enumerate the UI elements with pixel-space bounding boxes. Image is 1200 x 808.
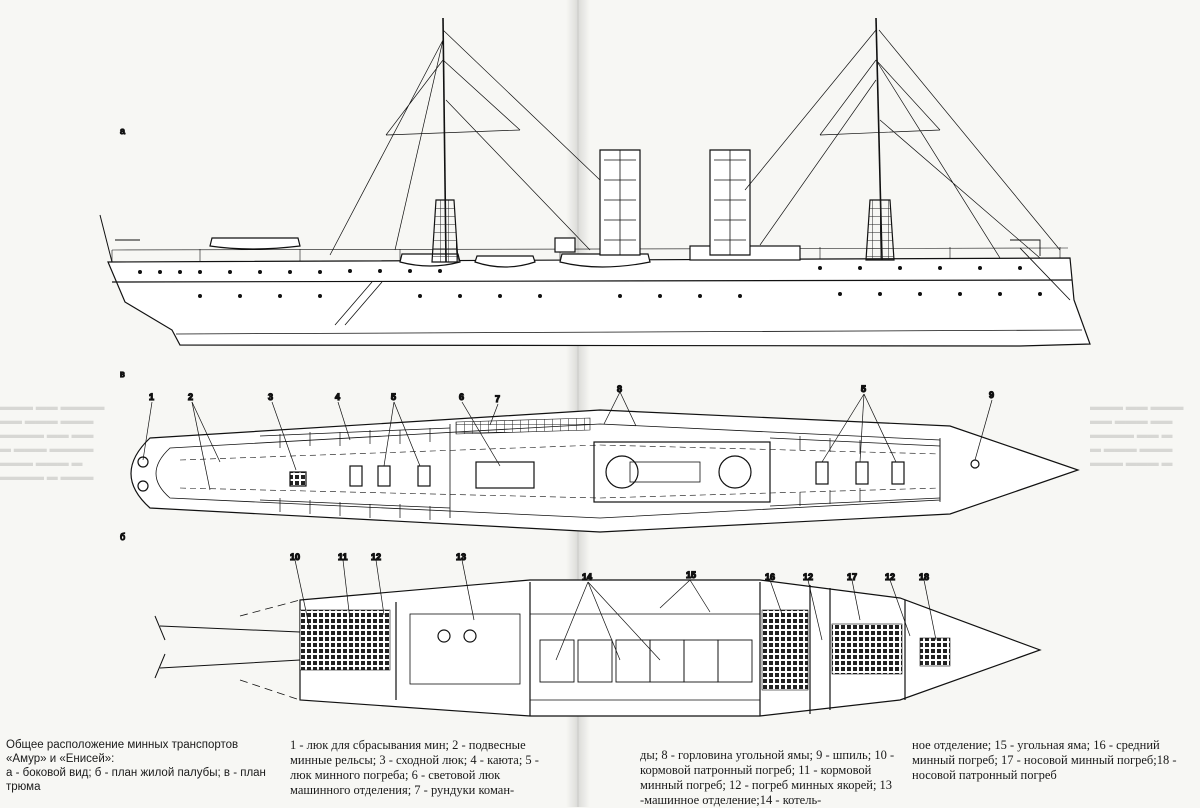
side-view: а	[99, 17, 1091, 347]
callout-8: 8	[617, 384, 622, 394]
caption-title-line1: Общее расположение минных транспортов	[6, 739, 239, 751]
callout-4: 4	[335, 392, 340, 402]
callout-11: 11	[338, 552, 348, 562]
boat-fwd	[559, 253, 651, 268]
bleed-through-text-right: ▬▬▬ ▬▬ ▬▬▬ ▬▬ ▬▬▬ ▬▬ ▬▬▬▬ ▬▬ ▬ ▬ ▬▬▬ ▬▬▬…	[1090, 401, 1184, 469]
hold-plan-label: б	[120, 532, 125, 542]
caption-legend-col1: 1 - люк для сбрасывания мин; 2 - подвесн…	[290, 738, 539, 797]
callout-12b: 12	[803, 572, 813, 582]
callout-1: 1	[149, 392, 154, 402]
callout-9: 9	[989, 390, 994, 400]
callout-13: 13	[456, 552, 466, 562]
side-view-label: а	[120, 126, 125, 136]
callout-17: 17	[847, 572, 857, 582]
hull-outline	[107, 257, 1091, 347]
engine-room	[409, 613, 521, 685]
callout-2: 2	[188, 392, 193, 402]
hold-plan: б	[119, 531, 1042, 717]
boiler-casing	[593, 441, 771, 503]
funnel-aft	[599, 149, 641, 256]
callout-12: 12	[371, 552, 381, 562]
bleed-through-text-left: ▬▬▬ ▬▬ ▬▬▬▬ ▬▬ ▬▬▬ ▬▬▬ ▬▬▬▬ ▬▬ ▬▬ ▬ ▬▬▬ …	[0, 401, 105, 483]
caption-legend-col3: ное отделение; 15 - угольная яма; 16 - с…	[912, 738, 1177, 782]
callout-18: 18	[919, 572, 929, 582]
callout-6: 6	[459, 392, 464, 402]
callout-14: 14	[582, 572, 592, 582]
deck-plan-label: в	[120, 369, 125, 379]
rigging	[329, 29, 1061, 259]
boat-aft	[209, 237, 301, 250]
caption-title-line2: «Амур» и «Енисей»:	[6, 753, 115, 765]
caption-legend-col2: ды; 8 - горловина угольной ямы; 9 - шпил…	[640, 748, 895, 807]
caption-title: Общее расположение минных транспортов «А…	[6, 738, 276, 794]
capstan-aft	[137, 456, 149, 468]
caption-title-line3: а - боковой вид; б - план жилой палубы; …	[6, 767, 266, 779]
deck-callouts	[142, 391, 993, 491]
callout-12c: 12	[885, 572, 895, 582]
callout-15: 15	[686, 570, 696, 580]
callout-5: 5	[391, 392, 396, 402]
boilers	[539, 639, 753, 683]
caption-title-line4: трюма	[6, 781, 41, 793]
callout-16: 16	[765, 572, 775, 582]
callout-5b: 5	[861, 384, 866, 394]
boat-mid-2	[474, 255, 536, 268]
callout-7: 7	[495, 394, 500, 404]
deck-hull-outline	[130, 409, 1080, 533]
callout-3: 3	[268, 392, 273, 402]
funnel-fwd	[709, 149, 751, 256]
deck-plan: в 1 2	[119, 368, 1080, 533]
hold-callouts	[294, 559, 937, 661]
callout-10: 10	[290, 552, 300, 562]
portholes	[138, 266, 1042, 298]
engine-skylight	[475, 461, 535, 489]
